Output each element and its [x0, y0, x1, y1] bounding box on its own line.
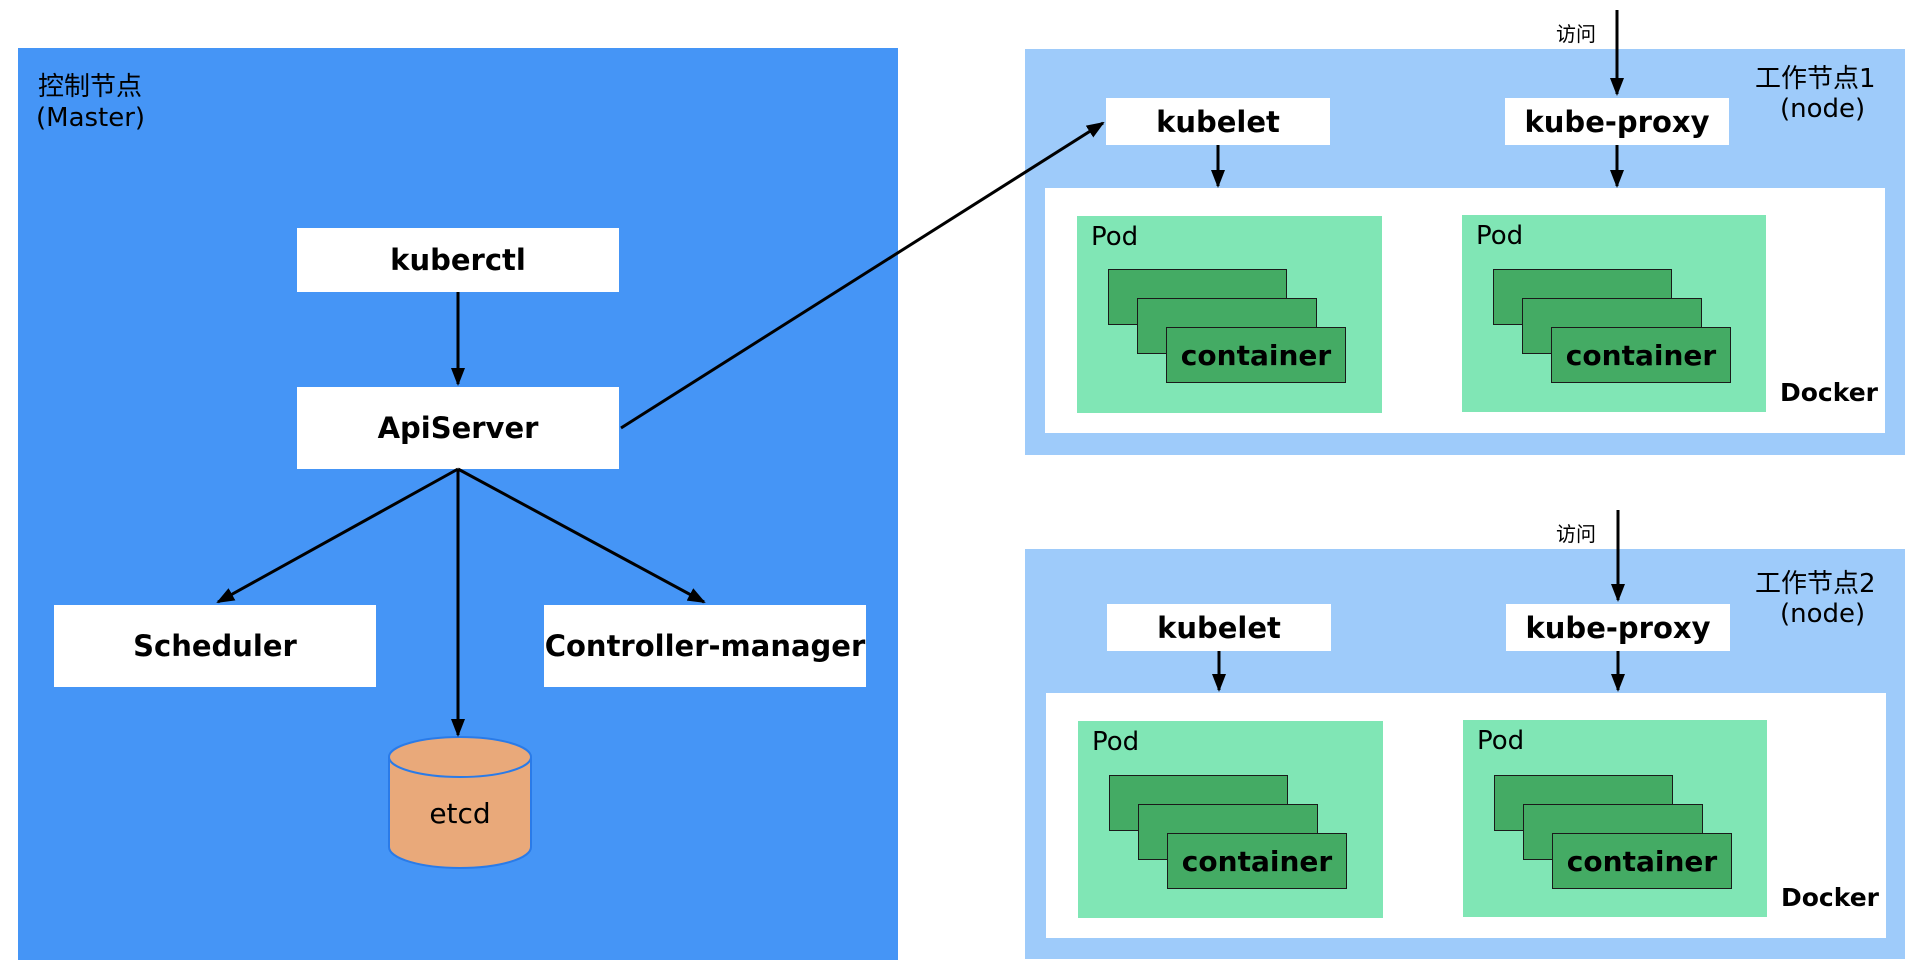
- node1-pod-2: Pod container: [1462, 215, 1766, 412]
- pod-title: Pod: [1477, 726, 1525, 756]
- node1-title: 工作节点1: [1755, 64, 1876, 94]
- node2-title: 工作节点2: [1755, 569, 1876, 599]
- node1-docker-label: Docker: [1780, 378, 1878, 407]
- container-card-front: container: [1552, 833, 1732, 889]
- etcd-cylinder: [388, 736, 532, 869]
- node1-subtitle: (node): [1780, 94, 1866, 124]
- etcd-label: etcd: [429, 797, 491, 830]
- node2-access-label: 访问: [1556, 522, 1596, 546]
- container-card-front: container: [1167, 833, 1347, 889]
- master-title: 控制节点: [38, 72, 143, 102]
- apiserver-box: ApiServer: [297, 387, 619, 469]
- scheduler-box: Scheduler: [54, 605, 376, 687]
- kubectl-box: kuberctl: [297, 228, 619, 292]
- arrow-apiserver-to-kubelet: [620, 121, 1105, 430]
- container-card-front: container: [1551, 327, 1731, 383]
- master-subtitle: (Master): [36, 103, 146, 133]
- node1-pod-1: Pod container: [1077, 216, 1382, 413]
- node2-kubelet-box: kubelet: [1107, 604, 1331, 651]
- controller-manager-box: Controller-manager: [544, 605, 866, 687]
- node2-kube-proxy-box: kube-proxy: [1506, 604, 1730, 651]
- node2-pod-1: Pod container: [1078, 721, 1383, 918]
- container-card-front: container: [1166, 327, 1346, 383]
- node2-pod-2: Pod container: [1463, 720, 1767, 917]
- node1-kube-proxy-box: kube-proxy: [1505, 98, 1729, 145]
- node1-access-label: 访问: [1556, 22, 1596, 46]
- node1-kubelet-box: kubelet: [1106, 98, 1330, 145]
- pod-title: Pod: [1476, 221, 1524, 251]
- node2-subtitle: (node): [1780, 599, 1866, 629]
- pod-title: Pod: [1092, 727, 1140, 757]
- arrow-apiserver-to-scheduler: [216, 467, 459, 604]
- arrow-apiserver-to-controller: [457, 467, 706, 604]
- node2-docker-label: Docker: [1781, 883, 1879, 912]
- pod-title: Pod: [1091, 222, 1139, 252]
